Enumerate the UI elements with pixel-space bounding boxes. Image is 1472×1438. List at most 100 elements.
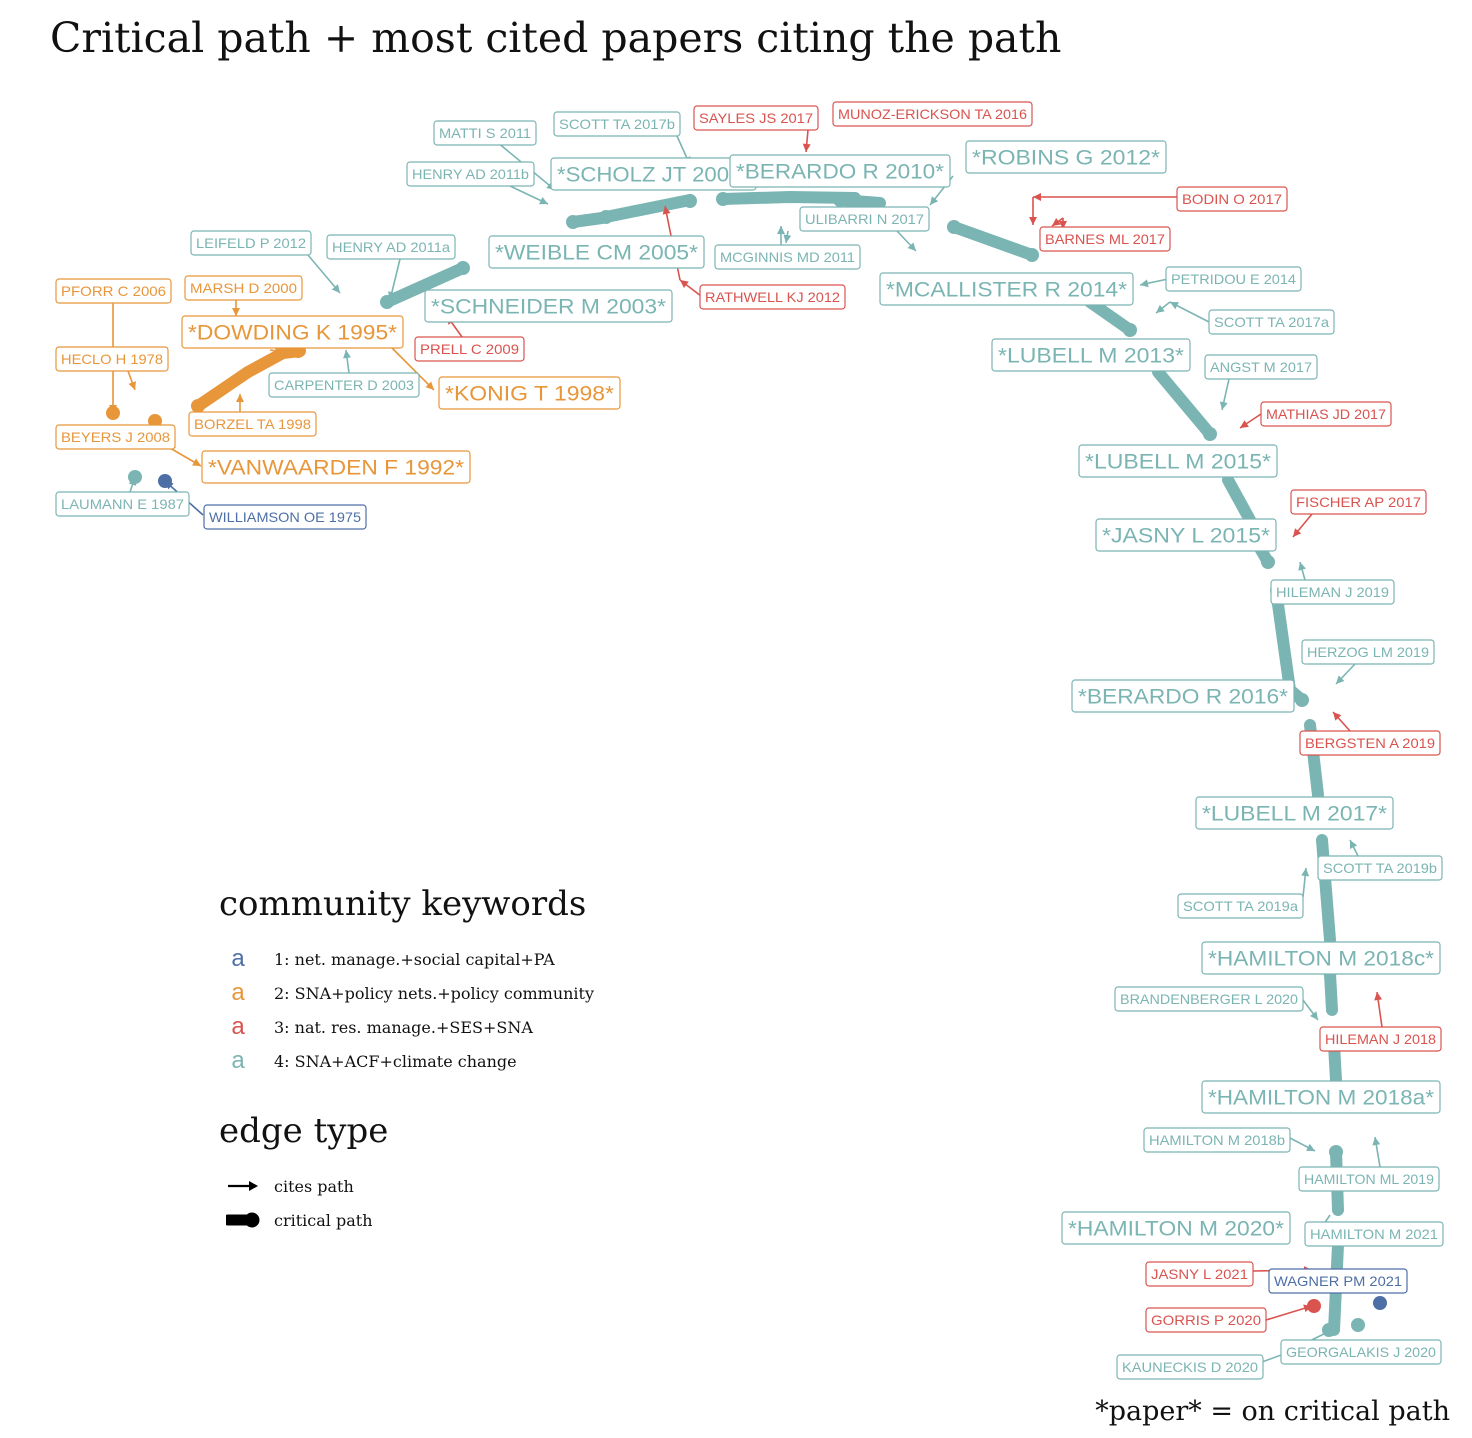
node-matti-s-2011[interactable]: MATTI S 2011: [433, 120, 537, 146]
node-brandenberger-l-2020[interactable]: BRANDENBERGER L 2020: [1114, 986, 1304, 1012]
node-label: HERZOG LM 2019: [1307, 644, 1429, 660]
node-lubell-m-2017[interactable]: *LUBELL M 2017*: [1195, 796, 1394, 830]
node-dot: [1329, 1145, 1343, 1159]
arrowhead: [1336, 675, 1345, 684]
node-pforr-c-2006[interactable]: PFORR C 2006: [55, 278, 172, 304]
arrowhead: [128, 381, 136, 390]
node-box: [438, 376, 621, 410]
node-kauneckis-d-2020[interactable]: KAUNECKIS D 2020: [1116, 1354, 1264, 1380]
node-box: [714, 244, 861, 270]
node-hamilton-m-2021[interactable]: HAMILTON M 2021: [1304, 1221, 1444, 1247]
node-fischer-ap-2017[interactable]: FISCHER AP 2017: [1290, 489, 1427, 515]
node-henry-ad-2011b[interactable]: HENRY AD 2011b: [406, 161, 535, 187]
node-henry-ad-2011a[interactable]: HENRY AD 2011a: [326, 234, 456, 260]
arrowhead: [1333, 712, 1342, 721]
node-box: [699, 284, 846, 310]
node-hileman-j-2018[interactable]: HILEMAN J 2018: [1319, 1026, 1442, 1052]
node-prell-c-2009[interactable]: PRELL C 2009: [414, 336, 525, 362]
node-scott-ta-2019b[interactable]: SCOTT TA 2019b: [1317, 855, 1443, 881]
node-wagner-pm-2021[interactable]: WAGNER PM 2021: [1268, 1268, 1408, 1294]
node-hamilton-m-2020[interactable]: *HAMILTON M 2020*: [1061, 1211, 1291, 1245]
node-leifeld-p-2012[interactable]: LEIFELD P 2012: [190, 230, 312, 256]
node-box: [1116, 1354, 1264, 1380]
critical-path-edge: [600, 194, 696, 223]
node-scholz-jt-2008[interactable]: *SCHOLZ JT 2008*: [550, 157, 757, 191]
node-hamilton-ml-2019[interactable]: HAMILTON ML 2019: [1298, 1166, 1440, 1192]
arrowhead: [192, 458, 201, 466]
node-hamilton-m-2018a[interactable]: *HAMILTON M 2018a*: [1201, 1080, 1441, 1114]
chart-title: Critical path + most cited papers citing…: [50, 14, 1062, 62]
node-lubell-m-2013[interactable]: *LUBELL M 2013*: [991, 338, 1191, 372]
node-gorris-p-2020[interactable]: GORRIS P 2020: [1145, 1307, 1267, 1333]
node-dot: [1373, 1296, 1387, 1310]
node-scott-ta-2017a[interactable]: SCOTT TA 2017a: [1208, 309, 1335, 335]
node-georgalakis-j-2020[interactable]: GEORGALAKIS J 2020: [1280, 1339, 1442, 1365]
node-heclo-h-1978[interactable]: HECLO H 1978: [55, 346, 169, 372]
node-sayles-js-2017[interactable]: SAYLES JS 2017: [693, 105, 819, 131]
node-box: [201, 450, 471, 484]
node-bodin-o-2017[interactable]: BODIN O 2017: [1176, 186, 1288, 212]
node-schneider-m-2003[interactable]: *SCHNEIDER M 2003*: [424, 289, 673, 323]
node-laumann-e-1987[interactable]: LAUMANN E 1987: [55, 491, 190, 517]
node-label: LEIFELD P 2012: [196, 235, 306, 251]
node-marsh-d-2000[interactable]: MARSH D 2000: [184, 275, 303, 301]
node-williamson-oe-1975[interactable]: WILLIAMSON OE 1975: [203, 504, 367, 530]
node-label: *ROBINS G 2012*: [972, 147, 1160, 170]
node-box: [1145, 1307, 1267, 1333]
node-munoz-erickson-ta-2016[interactable]: MUNOZ-ERICKSON TA 2016: [832, 101, 1033, 127]
node-jasny-l-2021[interactable]: JASNY L 2021: [1145, 1261, 1254, 1287]
arrowhead: [1033, 193, 1041, 201]
node-scott-ta-2019a[interactable]: SCOTT TA 2019a: [1177, 893, 1304, 919]
node-box: [433, 120, 537, 146]
node-konig-t-1998[interactable]: *KONIG T 1998*: [438, 376, 621, 410]
legend-community-heading: community keywords: [219, 884, 587, 924]
node-box: [1039, 226, 1171, 252]
node-beyers-j-2008[interactable]: BEYERS J 2008: [55, 424, 176, 450]
node-mcginnis-md-2011[interactable]: MCGINNIS MD 2011: [714, 244, 861, 270]
node-vanwaarden-f-1992[interactable]: *VANWAARDEN F 1992*: [201, 450, 471, 484]
node-jasny-l-2015[interactable]: *JASNY L 2015*: [1095, 518, 1277, 552]
node-mcallister-r-2014[interactable]: *MCALLISTER R 2014*: [879, 272, 1134, 306]
node-ulibarri-n-2017[interactable]: ULIBARRI N 2017: [799, 206, 930, 232]
node-box: [488, 235, 705, 269]
node-box: [203, 504, 367, 530]
node-label: MATHIAS JD 2017: [1266, 406, 1386, 422]
node-angst-m-2017[interactable]: ANGST M 2017: [1204, 354, 1318, 380]
node-label: HILEMAN J 2018: [1325, 1031, 1436, 1047]
node-label: MARSH D 2000: [190, 280, 297, 296]
node-bergsten-a-2019[interactable]: BERGSTEN A 2019: [1299, 730, 1441, 756]
node-label: BERGSTEN A 2019: [1305, 735, 1435, 751]
node-berardo-r-2010[interactable]: *BERARDO R 2010*: [729, 154, 951, 188]
node-herzog-lm-2019[interactable]: HERZOG LM 2019: [1301, 639, 1435, 665]
node-robins-g-2012[interactable]: *ROBINS G 2012*: [965, 140, 1167, 174]
node-label: CARPENTER D 2003: [274, 377, 414, 393]
node-scott-ta-2017b[interactable]: SCOTT TA 2017b: [553, 111, 681, 137]
node-hamilton-m-2018b[interactable]: HAMILTON M 2018b: [1143, 1127, 1291, 1153]
node-barnes-ml-2017[interactable]: BARNES ML 2017: [1039, 226, 1171, 252]
node-label: HAMILTON M 2018b: [1149, 1132, 1285, 1148]
arrowhead: [343, 350, 352, 359]
node-hileman-j-2019[interactable]: HILEMAN J 2019: [1270, 579, 1395, 605]
arrowhead: [109, 405, 117, 413]
node-rathwell-kj-2012[interactable]: RATHWELL KJ 2012: [699, 284, 846, 310]
node-carpenter-d-2003[interactable]: CARPENTER D 2003: [268, 372, 420, 398]
node-lubell-m-2015[interactable]: *LUBELL M 2015*: [1078, 444, 1278, 478]
node-box: [326, 234, 456, 260]
node-label: *HAMILTON M 2020*: [1068, 1218, 1284, 1241]
node-mathias-jd-2017[interactable]: MATHIAS JD 2017: [1260, 401, 1392, 427]
node-petridou-e-2014[interactable]: PETRIDOU E 2014: [1165, 266, 1302, 292]
node-box: [553, 111, 681, 137]
arrowhead: [930, 196, 939, 205]
node-box: [190, 230, 312, 256]
node-hamilton-m-2018c[interactable]: *HAMILTON M 2018c*: [1201, 941, 1441, 975]
node-box: [1268, 1268, 1408, 1294]
node-label: *SCHNEIDER M 2003*: [431, 296, 666, 319]
node-dowding-k-1995[interactable]: *DOWDING K 1995*: [181, 315, 404, 349]
node-label: MUNOZ-ERICKSON TA 2016: [838, 106, 1027, 122]
node-weible-cm-2005[interactable]: *WEIBLE CM 2005*: [488, 235, 705, 269]
node-box: [1290, 489, 1427, 515]
node-berardo-r-2016[interactable]: *BERARDO R 2016*: [1071, 679, 1295, 713]
node-label: BRANDENBERGER L 2020: [1120, 991, 1298, 1007]
node-borzel-ta-1998[interactable]: BORZEL TA 1998: [188, 411, 317, 437]
